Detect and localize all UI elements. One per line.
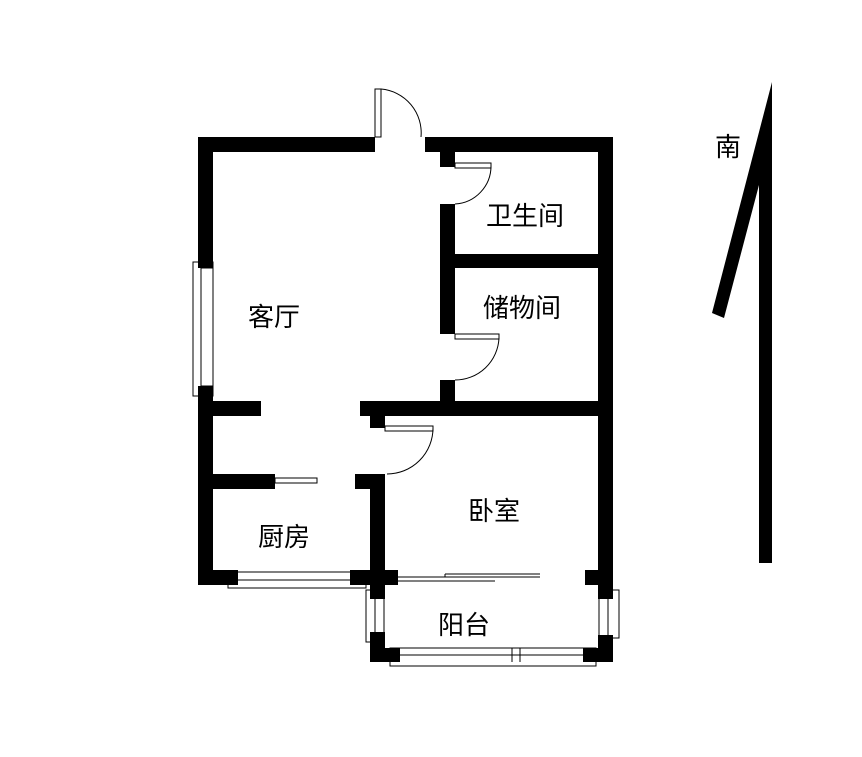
room-label-kitchen: 厨房 bbox=[258, 523, 310, 553]
room-label-bedroom: 卧室 bbox=[468, 497, 520, 527]
compass: 南 bbox=[712, 82, 772, 563]
north-arrow-icon bbox=[712, 82, 772, 563]
room-label-storage: 储物间 bbox=[483, 294, 561, 324]
compass-label: 南 bbox=[715, 133, 741, 163]
windows bbox=[192, 261, 620, 667]
room-label-living-room: 客厅 bbox=[248, 303, 300, 333]
room-label-bathroom: 卫生间 bbox=[486, 202, 564, 232]
room-label-balcony: 阳台 bbox=[438, 611, 490, 641]
doors bbox=[274, 88, 500, 484]
walls bbox=[198, 137, 613, 662]
